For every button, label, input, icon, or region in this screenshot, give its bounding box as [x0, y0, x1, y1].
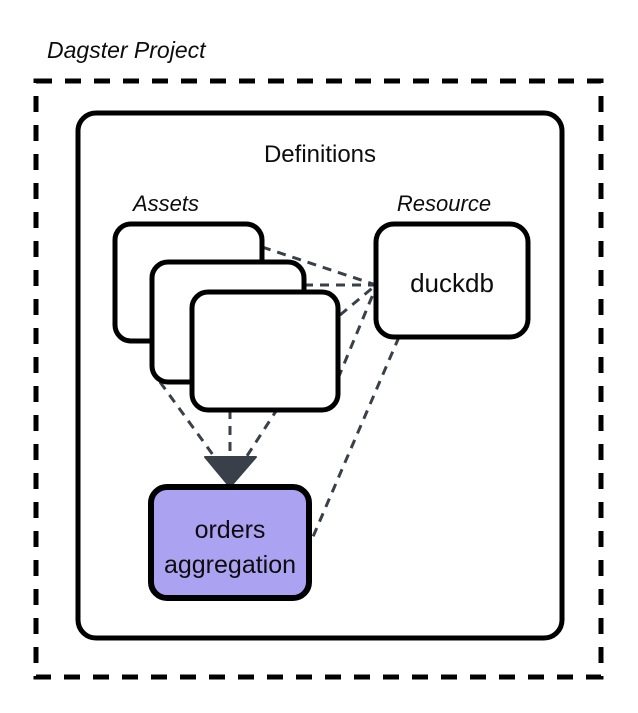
connector-asset3-duckdb	[339, 283, 377, 317]
orders-aggregation-node[interactable]	[148, 484, 312, 601]
duckdb-node-label: duckdb	[410, 268, 494, 298]
connector-asset1-duckdb	[261, 245, 377, 287]
resource-group-label: Resource	[397, 191, 491, 216]
arrowhead-icon	[204, 456, 257, 488]
connector-duckdb-orders	[307, 336, 401, 547]
definitions-label: Definitions	[264, 141, 376, 168]
asset-card-front[interactable]	[189, 289, 341, 413]
dagster-project-label: Dagster Project	[47, 37, 207, 63]
orders-aggregation-label-line1: orders	[195, 516, 266, 544]
assets-group-label: Assets	[131, 191, 199, 216]
duckdb-node[interactable]	[373, 221, 531, 340]
connector-asset3r-orders	[243, 407, 280, 460]
orders-aggregation-label-line2: aggregation	[164, 551, 296, 579]
